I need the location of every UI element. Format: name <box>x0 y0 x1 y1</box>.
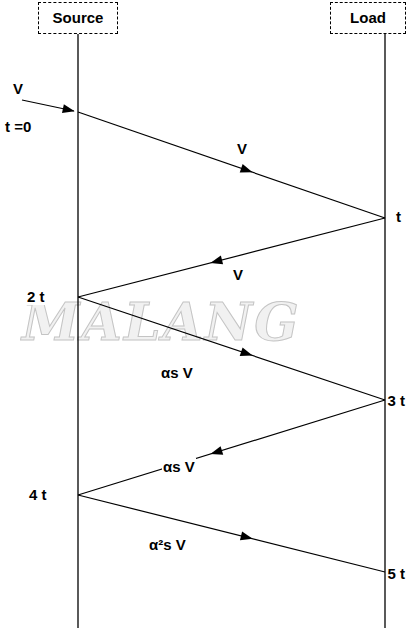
arrow-head <box>210 446 223 455</box>
terminal-box: Source <box>38 2 118 34</box>
time-label: 4 t <box>28 486 48 503</box>
time-label: 5 t <box>386 565 406 582</box>
reflected-wave <box>78 400 385 495</box>
arrow-head <box>210 256 223 265</box>
terminal-name: Source <box>53 9 104 27</box>
reflected-wave <box>78 297 385 400</box>
voltage-label: αs V <box>160 364 194 381</box>
terminal-box: Load <box>330 2 406 34</box>
time-label: t <box>395 208 402 225</box>
terminal-name: Load <box>350 9 386 27</box>
voltage-label: V <box>12 80 24 97</box>
arrow-head <box>62 104 75 113</box>
reflected-wave <box>78 495 385 572</box>
source-line <box>77 34 78 628</box>
time-label: 2 t <box>26 288 46 305</box>
arrow-head <box>240 532 253 541</box>
load-line <box>384 34 385 628</box>
voltage-label: V <box>236 140 248 157</box>
arrow-head <box>240 347 253 356</box>
voltage-label: α²s V <box>148 536 187 553</box>
reflected-wave <box>78 218 385 297</box>
reflected-wave <box>78 112 385 218</box>
watermark: MALANG <box>22 292 301 352</box>
arrow-head <box>240 164 253 173</box>
voltage-label: αs V <box>162 458 196 475</box>
voltage-label: V <box>232 266 244 283</box>
time-label: t =0 <box>4 118 32 135</box>
time-label: 3 t <box>386 392 406 409</box>
